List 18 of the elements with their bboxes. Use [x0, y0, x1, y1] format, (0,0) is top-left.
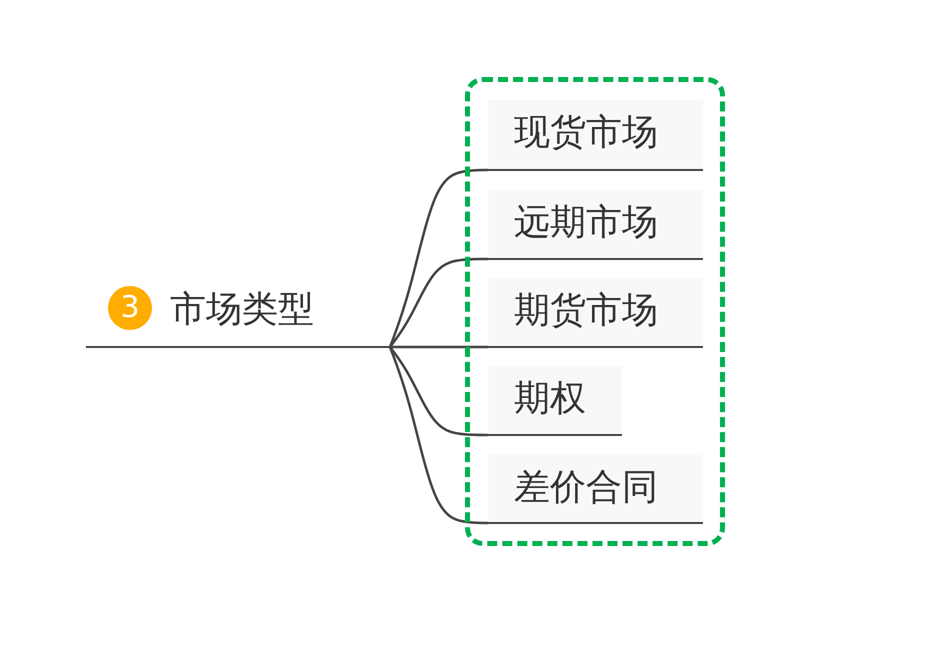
branch-line: [390, 346, 488, 348]
subtopic-item: [488, 100, 703, 171]
subtopic-item: [488, 278, 703, 348]
subtopic-text: 差价合同: [514, 470, 658, 506]
dashed-group-box: [465, 77, 725, 546]
branch-line: [389, 258, 488, 348]
subtopic-item: [488, 455, 703, 524]
topic-text: 市场类型: [170, 292, 314, 328]
subtopic-text: 现货市场: [514, 115, 658, 151]
number-badge: 3: [108, 286, 152, 330]
subtopic-text: 期权: [514, 381, 586, 417]
branch-line: [388, 346, 488, 524]
branch-line: [388, 168, 488, 348]
subtopic-text: 期货市场: [514, 293, 658, 329]
subtopic-text: 远期市场: [514, 205, 658, 241]
branch-line: [389, 346, 488, 436]
subtopic-item: [488, 190, 703, 260]
subtopic-item: [488, 366, 622, 436]
